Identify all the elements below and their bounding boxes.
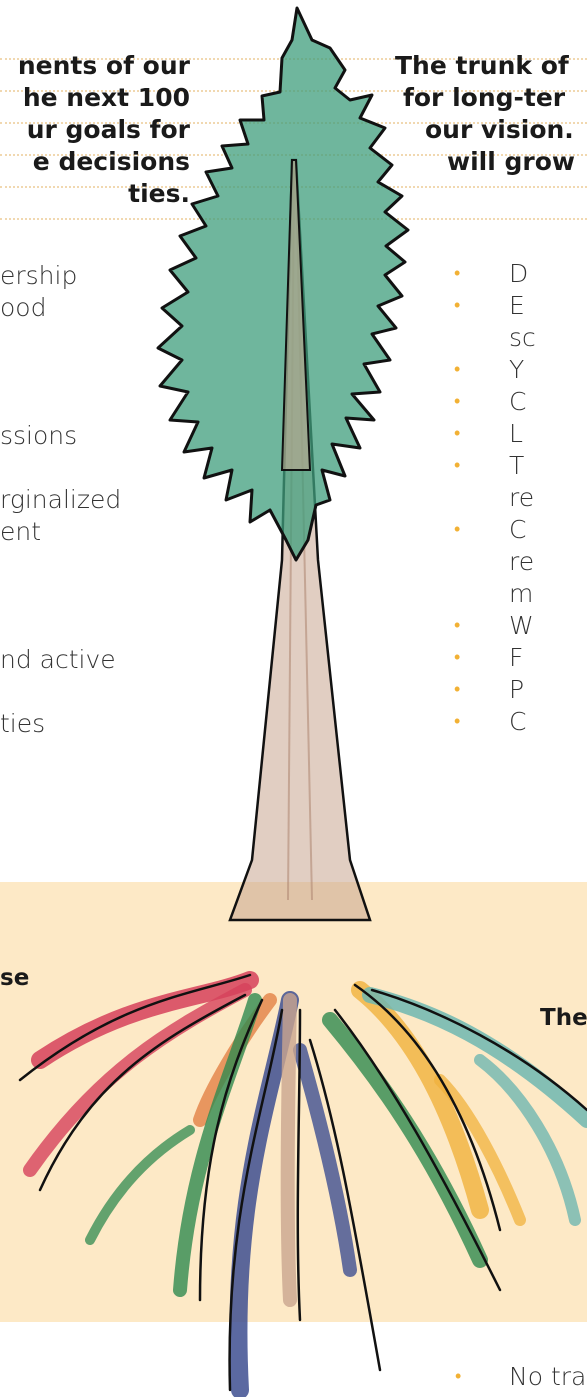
root-teal (480, 1060, 575, 1220)
root-tan (288, 1000, 290, 1300)
list-item-text: No tra (509, 1362, 586, 1391)
tree-roots (20, 975, 587, 1390)
root-blue (300, 1050, 350, 1270)
tree-foliage (158, 8, 408, 560)
bullet-icon: • (455, 1366, 461, 1387)
root-green (90, 1130, 190, 1240)
